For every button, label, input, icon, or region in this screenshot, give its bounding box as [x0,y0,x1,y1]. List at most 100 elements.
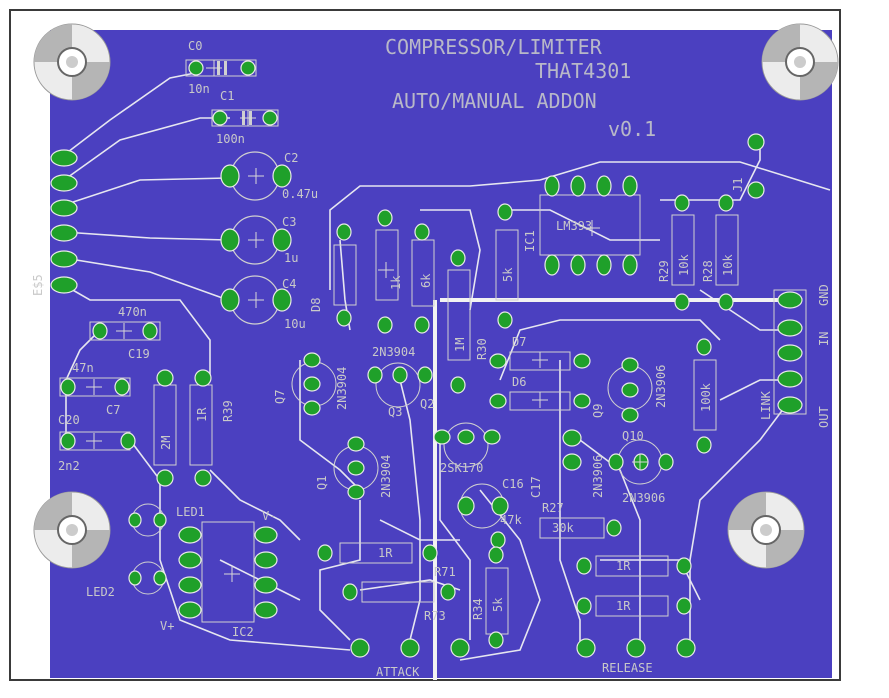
label-r6k: 6k [419,273,433,288]
label-2n3904-a: 2N3904 [335,367,349,410]
label-2n3906-a: 2N3906 [654,365,668,408]
resistor-r30 [447,249,471,394]
jumper-j1 [747,133,765,199]
label-c1: C1 [220,89,234,103]
label-r1r-b: 1R [616,599,631,613]
capacitor-c16 [457,483,509,529]
resistor-stack-left [375,209,435,334]
title-line-2: THAT4301 [535,59,631,83]
label-q1: Q1 [315,476,329,490]
label-c16: C16 [502,477,524,491]
label-q7: Q7 [273,390,287,404]
label-es5: E$5 [31,274,45,296]
label-r29: R29 [657,260,671,282]
label-r47k: 47k [500,513,522,527]
mounting-hole-bottom-right [727,491,805,569]
label-2n3906-c: 2N3906 [622,491,665,505]
label-2n3906-b: 2N3906 [591,455,605,498]
label-2sk170: 2SK170 [440,461,483,475]
label-2n3904-c: 2N3904 [379,455,393,498]
origin-markers [86,60,648,582]
label-d8: D8 [309,298,323,312]
resistor-r27 [490,517,622,549]
label-c2-value: 0.47u [282,187,318,201]
label-c4-value: 10u [284,317,306,331]
label-q10: Q10 [622,429,644,443]
ic2-package [178,521,278,623]
label-r1r: 1R [378,546,393,560]
mounting-hole-bottom-left [33,491,111,569]
label-q2: Q2 [420,397,434,411]
label-c0-value: 10n [188,82,210,96]
resistor-r29 [671,194,695,311]
capacitor-c20 [59,431,136,451]
mounting-hole-top-right [761,23,839,101]
resistor-release-a [576,555,692,577]
label-q3: Q3 [388,405,402,419]
capacitor-c4 [220,275,292,325]
transistor-q9 [607,357,653,423]
connector-link [773,289,807,415]
capacitor-c2 [220,151,292,201]
title-line-3: AUTO/MANUAL ADDON [392,89,597,113]
label-ic2: IC2 [232,625,254,639]
ic1-lm393 [539,175,641,276]
label-2n3904-b: 2N3904 [372,345,415,359]
resistor-r71 [317,542,438,564]
label-vplus: V+ [160,619,174,633]
label-led2: LED2 [86,585,115,599]
pot-release [576,638,696,658]
board-title: COMPRESSOR/LIMITER THAT4301 AUTO/MANUAL … [385,35,656,141]
label-out: OUT [817,406,831,428]
capacitor-c19 [89,321,161,341]
label-c0: C0 [188,39,202,53]
transistor-q1 [333,436,379,500]
label-r29-value: 10k [677,254,691,276]
label-d6: D6 [512,375,526,389]
label-c2: C2 [284,151,298,165]
label-c3: C3 [282,215,296,229]
label-r1k: 1k [389,275,403,290]
label-c4: C4 [282,277,296,291]
resistor-r26 [495,203,519,329]
label-r1r-a: 1R [616,559,631,573]
resistor-r39 [189,369,213,487]
label-vminus: V- [262,509,276,523]
label-c3-value: 1u [284,251,298,265]
label-r71: R71 [434,565,456,579]
resistor-r31 [693,338,717,454]
label-led1: LED1 [176,505,205,519]
capacitor-c7 [59,377,131,397]
connector-e5 [50,149,78,294]
transistor-k170 [433,422,501,468]
label-r1m: 1M [453,338,467,352]
transistor-q3 [367,362,433,408]
resistor-release-b [576,595,692,617]
label-ic1: IC1 [523,230,537,252]
led-2 [128,561,167,595]
label-r5k: 5k [501,267,515,282]
label-c19: C19 [128,347,150,361]
label-r28-value: 10k [721,254,735,276]
label-c7-value: 47n [72,361,94,375]
transistor-q10 [608,439,674,485]
label-c1-value: 100n [216,132,245,146]
label-c20: C20 [58,413,80,427]
label-attack: ATTACK [376,665,420,679]
capacitor-c17 [562,429,582,471]
label-r100k: 100k [699,382,713,412]
label-c7: C7 [106,403,120,417]
capacitor-c3 [220,215,292,265]
label-r34: R34 [471,598,485,620]
diode-d6 [489,391,591,411]
silkscreen-labels: C0 10n C1 100n C2 0.47u C3 1u C4 10u 470… [31,39,831,679]
label-r30: R30 [475,338,489,360]
label-r28: R28 [701,260,715,282]
pot-attack [350,638,470,658]
title-line-1: COMPRESSOR/LIMITER [385,35,603,59]
label-release: RELEASE [602,661,653,675]
label-lm393: LM393 [556,219,592,233]
label-r34-value: 5k [491,597,505,612]
label-link: LINK [759,390,773,420]
